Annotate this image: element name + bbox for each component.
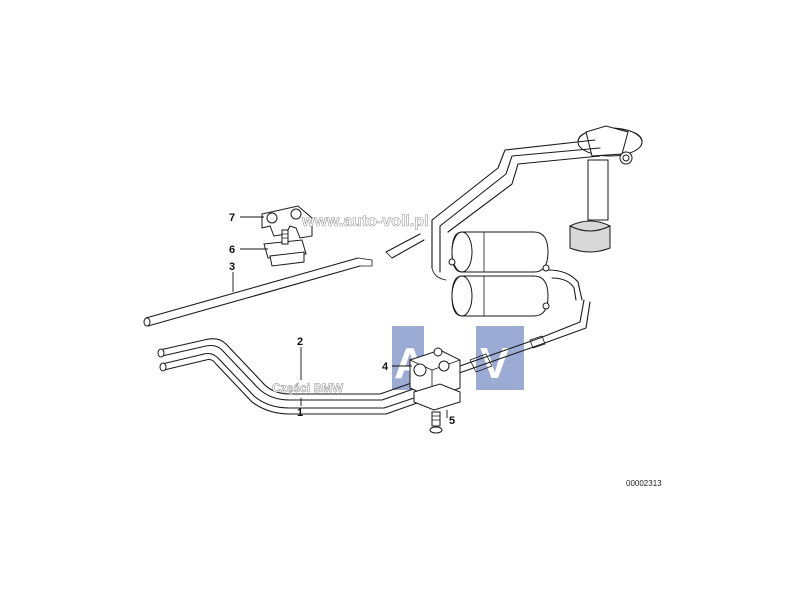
watermark-url: www.auto-voll.pl bbox=[301, 213, 429, 230]
leader-lines bbox=[232, 216, 448, 418]
upper-fuel-lines bbox=[431, 139, 601, 301]
document-number: 00002313 bbox=[626, 479, 662, 488]
pipe-clamp-7 bbox=[261, 205, 313, 239]
bolt-5 bbox=[429, 411, 443, 434]
callout-5: 5 bbox=[449, 415, 455, 427]
callout-7: 7 bbox=[229, 212, 235, 224]
fuel-filters bbox=[448, 231, 550, 317]
holder-6 bbox=[263, 229, 307, 267]
fuel-sender-unit bbox=[569, 125, 643, 253]
callout-2: 2 bbox=[297, 336, 303, 348]
fuel-line-3 bbox=[143, 257, 373, 327]
callout-1: 1 bbox=[297, 407, 303, 419]
callout-4: 4 bbox=[382, 361, 389, 373]
fuel-lines-1-2 bbox=[157, 299, 591, 415]
svg-text:V: V bbox=[480, 339, 510, 388]
clamp-assembly-4 bbox=[409, 347, 461, 411]
callout-3: 3 bbox=[229, 261, 235, 273]
connecting-hose bbox=[385, 233, 425, 259]
watermark-brand: Części BMW bbox=[272, 381, 344, 395]
callout-6: 6 bbox=[229, 244, 235, 256]
watermark-logo: A V bbox=[392, 326, 524, 390]
